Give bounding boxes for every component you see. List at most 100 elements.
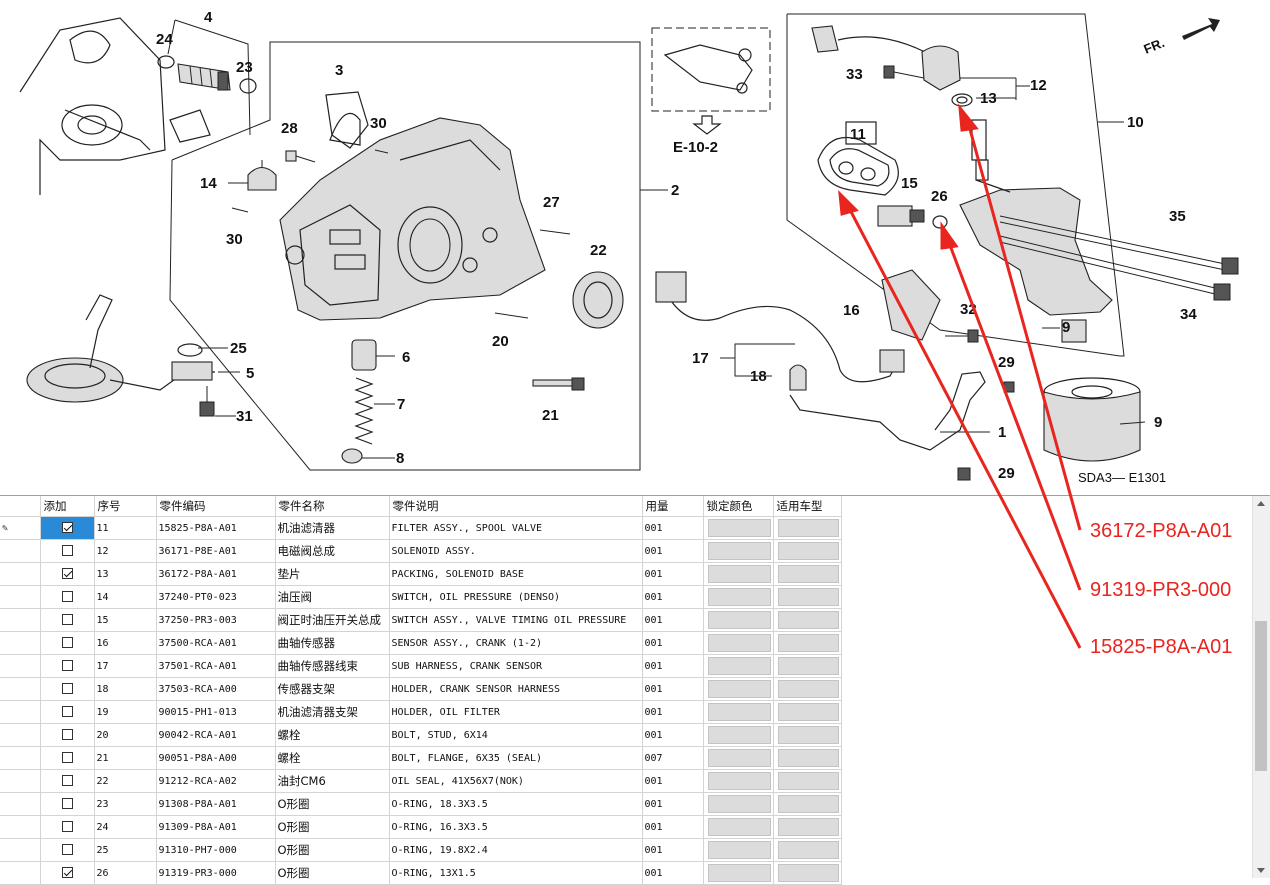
add-checkbox-cell[interactable]: [40, 861, 95, 885]
lock-color-button[interactable]: [707, 703, 771, 721]
models-cell[interactable]: [773, 654, 842, 678]
column-header-models[interactable]: 适用车型: [773, 496, 842, 517]
row-header[interactable]: [0, 585, 41, 609]
row-header[interactable]: [0, 700, 41, 724]
lock-color-cell[interactable]: [703, 654, 774, 678]
row-header[interactable]: [0, 838, 41, 862]
add-checkbox-cell[interactable]: [40, 700, 95, 724]
add-checkbox[interactable]: [61, 821, 73, 833]
models-button[interactable]: [777, 519, 839, 537]
add-checkbox-cell[interactable]: [40, 631, 95, 655]
vertical-scrollbar[interactable]: [1252, 496, 1270, 878]
add-checkbox-cell[interactable]: [40, 838, 95, 862]
lock-color-button[interactable]: [707, 657, 771, 675]
models-button[interactable]: [777, 818, 839, 836]
add-checkbox-cell[interactable]: [40, 815, 95, 839]
scrollbar-thumb[interactable]: [1255, 621, 1267, 771]
add-checkbox-cell[interactable]: [40, 516, 95, 540]
row-header[interactable]: [0, 769, 41, 793]
lock-color-button[interactable]: [707, 565, 771, 583]
lock-color-cell[interactable]: [703, 769, 774, 793]
add-checkbox-cell[interactable]: [40, 608, 95, 632]
lock-color-cell[interactable]: [703, 585, 774, 609]
lock-color-cell[interactable]: [703, 838, 774, 862]
lock-color-button[interactable]: [707, 726, 771, 744]
models-button[interactable]: [777, 588, 839, 606]
lock-color-button[interactable]: [707, 841, 771, 859]
models-cell[interactable]: [773, 700, 842, 724]
lock-color-cell[interactable]: [703, 516, 774, 540]
models-cell[interactable]: [773, 677, 842, 701]
lock-color-button[interactable]: [707, 542, 771, 560]
add-checkbox-cell[interactable]: [40, 769, 95, 793]
scroll-up-icon[interactable]: [1257, 501, 1265, 506]
models-cell[interactable]: [773, 769, 842, 793]
row-header[interactable]: [0, 815, 41, 839]
lock-color-cell[interactable]: [703, 861, 774, 885]
models-cell[interactable]: [773, 608, 842, 632]
add-checkbox[interactable]: [61, 522, 73, 534]
models-button[interactable]: [777, 841, 839, 859]
lock-color-cell[interactable]: [703, 746, 774, 770]
add-checkbox-cell[interactable]: [40, 792, 95, 816]
models-button[interactable]: [777, 749, 839, 767]
lock-color-button[interactable]: [707, 818, 771, 836]
add-checkbox[interactable]: [61, 775, 73, 787]
lock-color-button[interactable]: [707, 795, 771, 813]
models-button[interactable]: [777, 772, 839, 790]
row-header[interactable]: ✎: [0, 516, 41, 540]
lock-color-button[interactable]: [707, 749, 771, 767]
lock-color-cell[interactable]: [703, 539, 774, 563]
models-cell[interactable]: [773, 792, 842, 816]
add-checkbox[interactable]: [61, 798, 73, 810]
column-header-lock-color[interactable]: 锁定颜色: [703, 496, 774, 517]
column-header-part-desc[interactable]: 零件说明: [389, 496, 643, 517]
column-header-qty[interactable]: 用量: [642, 496, 704, 517]
add-checkbox-cell[interactable]: [40, 654, 95, 678]
lock-color-button[interactable]: [707, 864, 771, 882]
add-checkbox[interactable]: [61, 614, 73, 626]
row-header[interactable]: [0, 677, 41, 701]
add-checkbox[interactable]: [61, 545, 73, 557]
lock-color-cell[interactable]: [703, 723, 774, 747]
add-checkbox[interactable]: [61, 844, 73, 856]
models-button[interactable]: [777, 680, 839, 698]
add-checkbox[interactable]: [61, 568, 73, 580]
row-header[interactable]: [0, 861, 41, 885]
models-button[interactable]: [777, 611, 839, 629]
add-checkbox[interactable]: [61, 660, 73, 672]
add-checkbox-cell[interactable]: [40, 746, 95, 770]
models-cell[interactable]: [773, 838, 842, 862]
add-checkbox[interactable]: [61, 752, 73, 764]
models-cell[interactable]: [773, 746, 842, 770]
column-header-part-name[interactable]: 零件名称: [275, 496, 390, 517]
add-checkbox[interactable]: [61, 637, 73, 649]
models-button[interactable]: [777, 542, 839, 560]
row-header[interactable]: [0, 631, 41, 655]
row-header[interactable]: [0, 723, 41, 747]
models-button[interactable]: [777, 657, 839, 675]
row-header[interactable]: [0, 792, 41, 816]
lock-color-cell[interactable]: [703, 792, 774, 816]
add-checkbox[interactable]: [61, 591, 73, 603]
lock-color-cell[interactable]: [703, 608, 774, 632]
models-cell[interactable]: [773, 861, 842, 885]
add-checkbox-cell[interactable]: [40, 723, 95, 747]
add-checkbox-cell[interactable]: [40, 585, 95, 609]
lock-color-cell[interactable]: [703, 562, 774, 586]
row-header[interactable]: [0, 562, 41, 586]
add-checkbox-cell[interactable]: [40, 539, 95, 563]
lock-color-button[interactable]: [707, 772, 771, 790]
